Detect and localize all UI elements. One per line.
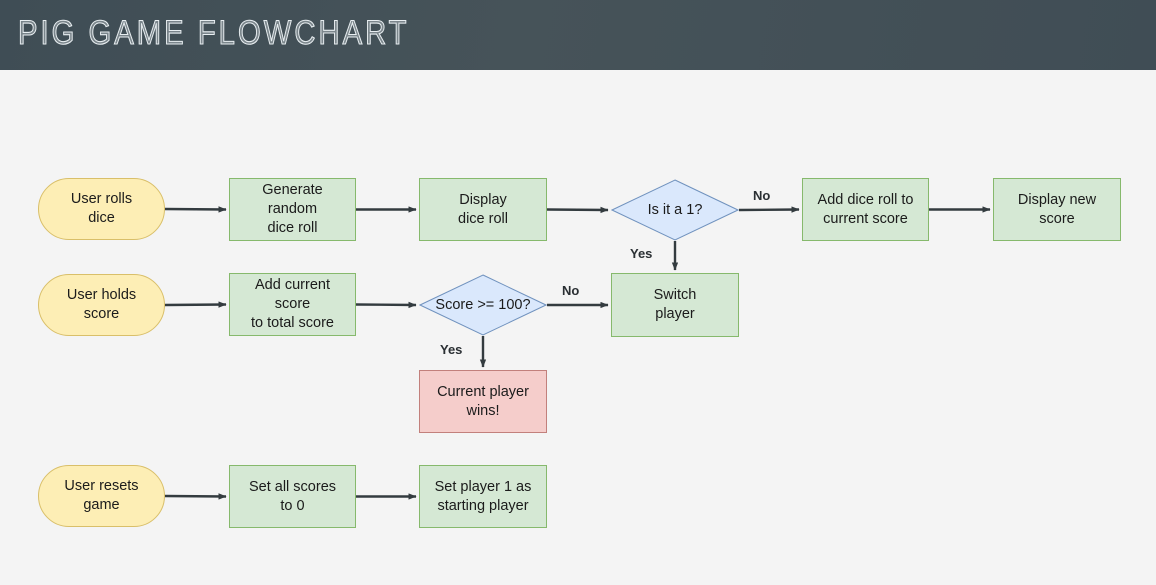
node-label-is-it-a-1: Is it a 1? (647, 201, 703, 218)
node-generate-random-roll[interactable]: Generate random dice roll (229, 178, 356, 241)
edge-e-display-to-decision (546, 206, 609, 214)
node-label-score-gte-100: Score >= 100? (435, 296, 531, 313)
edge-e-holds-to-addcurrent (164, 301, 227, 308)
node-display-dice-roll[interactable]: Display dice roll (419, 178, 547, 241)
node-label-set-player-1: Set player 1 as starting player (434, 478, 532, 514)
node-add-dice-roll[interactable]: Add dice roll to current score (802, 178, 929, 241)
node-label-user-rolls-dice: User rolls dice (70, 191, 133, 226)
node-label-generate-random-roll: Generate random dice roll (262, 182, 323, 236)
node-label-user-holds-score: User holds score (66, 287, 137, 322)
node-label-display-dice-roll: Display dice roll (458, 191, 508, 227)
label-yes-is-it-a-1: Yes (630, 246, 653, 261)
edge-e-decision-no-to-add (738, 206, 800, 213)
node-is-it-a-1[interactable]: Is it a 1? (611, 179, 739, 241)
node-user-rolls-dice[interactable]: User rolls dice (38, 178, 165, 240)
node-set-all-scores-zero[interactable]: Set all scores to 0 (229, 465, 356, 528)
node-user-resets-game[interactable]: User resets game (38, 465, 165, 527)
node-label-current-player-wins: Current player wins! (437, 383, 529, 419)
node-label-switch-player: Switch player (653, 287, 697, 322)
label-no-is-it-a-1: No (753, 188, 771, 203)
node-display-new-score[interactable]: Display new score (993, 178, 1121, 241)
flowchart-canvas[interactable]: User rolls dice Generate random dice roll… (0, 70, 1156, 585)
node-label-add-current-score: Add current score to total score (250, 277, 334, 331)
node-current-player-wins[interactable]: Current player wins! (419, 370, 547, 433)
app-header: Pig Game Flowchart (0, 0, 1156, 70)
edge-e-rolls-to-generate (164, 206, 227, 213)
node-label-add-dice-roll: Add dice roll to current score (817, 191, 914, 227)
label-yes-score-100: Yes (440, 342, 463, 357)
edge-e-resets-to-setscores (164, 493, 227, 500)
node-label-set-all-scores-zero: Set all scores to 0 (248, 478, 337, 514)
label-no-score-100: No (562, 283, 580, 298)
node-score-gte-100[interactable]: Score >= 100? (419, 274, 547, 336)
node-switch-player[interactable]: Switch player (611, 273, 739, 337)
edge-layer (164, 206, 991, 500)
edge-e-addcurrent-to-score (355, 301, 417, 309)
node-set-player-1[interactable]: Set player 1 as starting player (419, 465, 547, 528)
node-user-holds-score[interactable]: User holds score (38, 274, 165, 336)
node-label-display-new-score: Display new score (1017, 191, 1097, 227)
node-label-user-resets-game: User resets game (64, 478, 139, 513)
node-add-current-score[interactable]: Add current score to total score (229, 273, 356, 336)
page-title: Pig Game Flowchart (18, 13, 410, 52)
